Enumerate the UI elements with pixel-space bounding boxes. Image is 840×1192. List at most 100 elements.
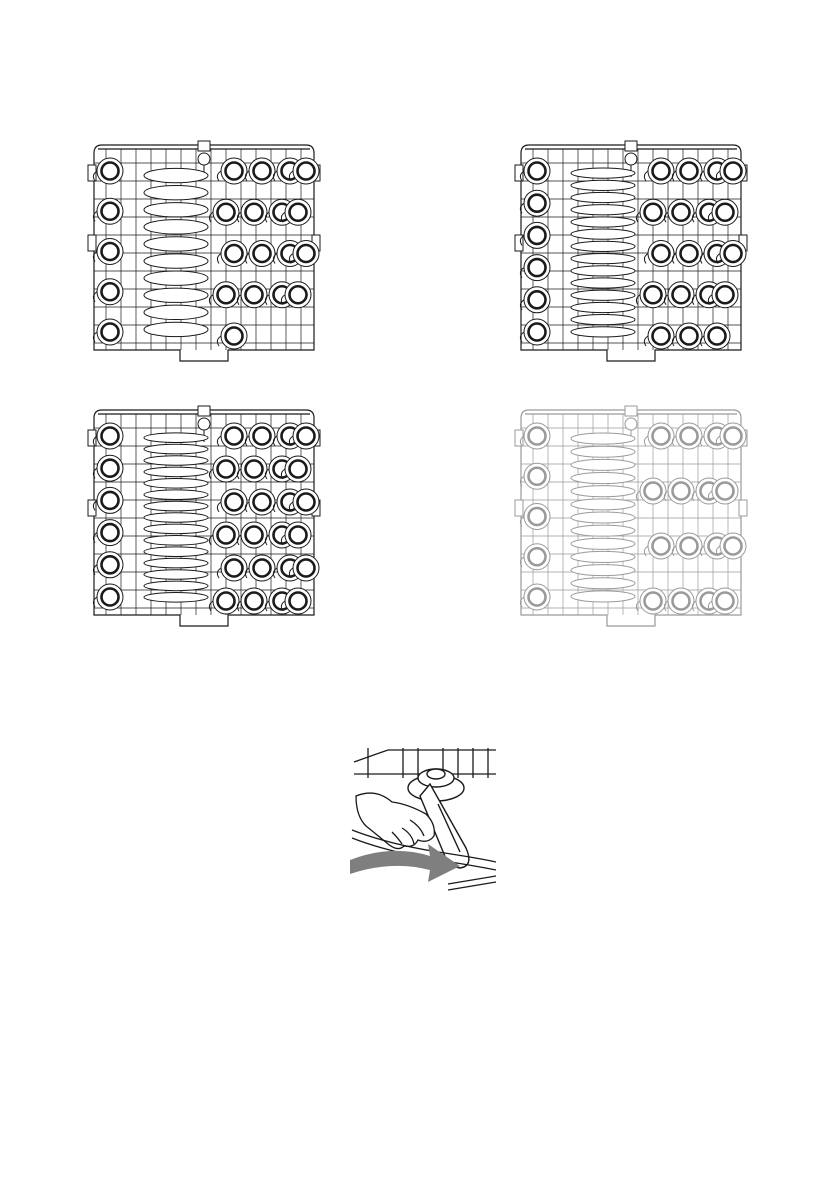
cup (636, 199, 666, 225)
cup (217, 158, 247, 184)
plate (571, 578, 635, 589)
cup (520, 287, 550, 313)
rack-illustration-a (80, 135, 328, 375)
cup (217, 241, 247, 267)
loading-example-rack-14-place-settings (507, 135, 755, 375)
plate (571, 486, 635, 497)
plate (144, 558, 208, 568)
cup (664, 282, 694, 308)
plate (571, 433, 635, 444)
plate (571, 525, 635, 536)
cup (93, 239, 123, 265)
cup (209, 456, 239, 482)
plate (144, 185, 208, 199)
plate (144, 501, 208, 511)
plate (571, 205, 635, 215)
cups-group (93, 158, 319, 349)
plate (571, 315, 635, 325)
cup (520, 504, 550, 530)
rack-illustration-c (80, 400, 328, 640)
cup (672, 158, 702, 184)
plate (144, 467, 208, 477)
cup (209, 522, 239, 548)
plate (571, 591, 635, 602)
cup (217, 423, 247, 449)
plate (571, 565, 635, 576)
plate (571, 538, 635, 549)
cup (93, 520, 123, 546)
plate (571, 327, 635, 337)
plate (571, 278, 635, 288)
cup (520, 319, 550, 345)
cup (217, 323, 247, 349)
plate (144, 524, 208, 534)
cup (700, 323, 730, 349)
cup (636, 588, 666, 614)
cup (520, 190, 550, 216)
plate (571, 180, 635, 190)
plate (571, 253, 635, 263)
cup (672, 323, 702, 349)
cup (520, 423, 550, 449)
cup (237, 282, 267, 308)
plate (144, 547, 208, 557)
plates-group (571, 433, 635, 602)
plate (571, 473, 635, 484)
cup (520, 222, 550, 248)
plates-group (144, 168, 208, 336)
cup (644, 423, 674, 449)
cup (644, 533, 674, 559)
cup (672, 533, 702, 559)
plate (571, 302, 635, 312)
cup (93, 584, 123, 610)
plate (571, 512, 635, 523)
plate (144, 220, 208, 234)
plates-group (571, 168, 635, 337)
cup (93, 279, 123, 305)
loading-example-rack-15-place-settings (80, 400, 328, 640)
plate (144, 254, 208, 268)
cup (209, 199, 239, 225)
plate (144, 168, 208, 182)
spray-arm-svg (348, 744, 496, 894)
cup (237, 456, 267, 482)
cup (245, 423, 275, 449)
plate (571, 241, 635, 251)
loading-example-rack-12-place-settings (80, 135, 328, 375)
cup (93, 198, 123, 224)
plate (571, 290, 635, 300)
rack-illustration-b (507, 135, 755, 375)
plate (571, 499, 635, 510)
cup (644, 158, 674, 184)
cup (636, 282, 666, 308)
cup (245, 555, 275, 581)
plate (144, 433, 208, 443)
cup (93, 552, 123, 578)
cup (520, 584, 550, 610)
cup (217, 489, 247, 515)
plate (144, 490, 208, 500)
cup (93, 158, 123, 184)
plates-group (144, 433, 208, 602)
cup (93, 487, 123, 513)
plate (571, 192, 635, 202)
plate (144, 322, 208, 336)
spray-arm-illustration (348, 744, 496, 894)
cup (520, 158, 550, 184)
cup (237, 522, 267, 548)
cup (245, 489, 275, 515)
plate (571, 168, 635, 178)
cup (209, 588, 239, 614)
plate (571, 217, 635, 227)
plate (571, 551, 635, 562)
plate (144, 305, 208, 319)
cup (93, 319, 123, 345)
plate (144, 237, 208, 251)
cup (520, 544, 550, 570)
cup (209, 282, 239, 308)
plate (144, 288, 208, 302)
cup (644, 241, 674, 267)
plate (571, 446, 635, 457)
cup (520, 255, 550, 281)
rack-illustration-d (507, 400, 755, 640)
